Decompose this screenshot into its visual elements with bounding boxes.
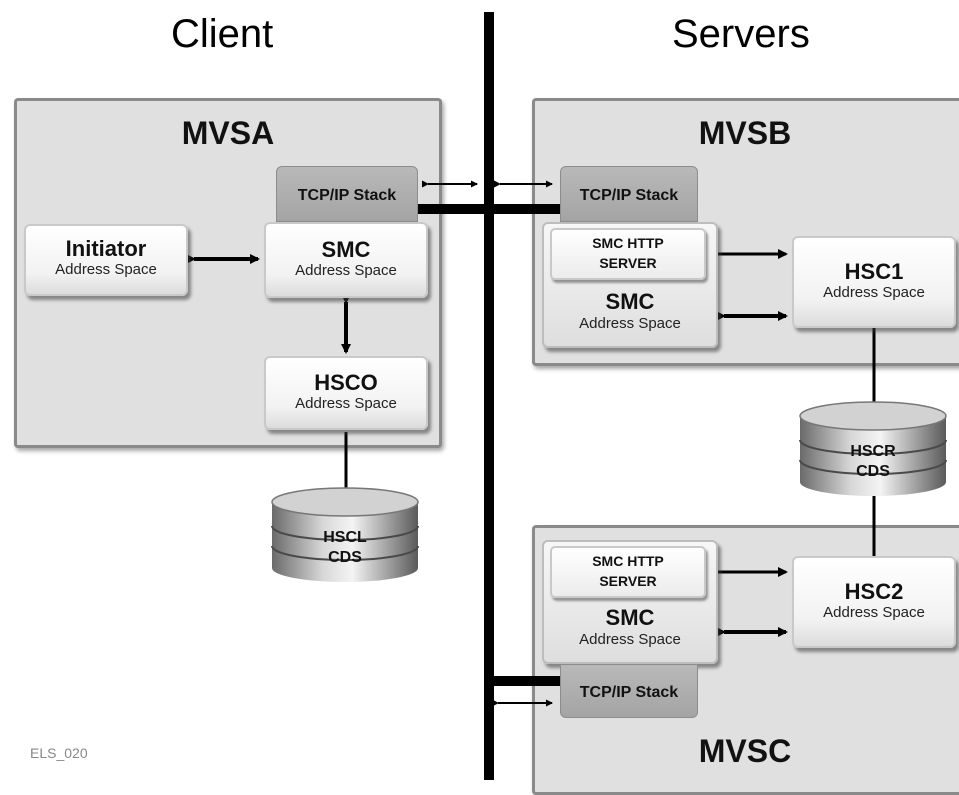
hsc2-box: HSC2 Address Space	[792, 556, 956, 648]
mvsa-title: MVSA	[181, 115, 275, 151]
mvsc-http-line1: SMC HTTP	[592, 553, 664, 569]
hsc1-label: HSC1	[844, 259, 904, 284]
client-heading: Client	[171, 12, 274, 56]
mvsb-smc-label: SMC	[605, 289, 655, 314]
mvsb-title: MVSB	[698, 115, 792, 151]
mvsb-smc-box: SMC HTTP SERVER SMC Address Space	[542, 222, 718, 348]
mvsc-smc-label: SMC	[605, 605, 655, 630]
hscr-cds-database: HSCR CDS	[799, 401, 947, 496]
mvsc-smc-address-space: Address Space	[579, 631, 681, 648]
hscl-cds-database: HSCL CDS	[271, 487, 419, 582]
hscr-line2: CDS	[856, 463, 890, 480]
hscr-line1: HSCR	[850, 443, 896, 460]
hsc1-box: HSC1 Address Space	[792, 236, 956, 328]
mvsb-http-line2: SERVER	[599, 255, 657, 271]
mvsb-tcp-stack: TCP/IP Stack	[560, 166, 698, 222]
mvsc-smc-box: SMC HTTP SERVER SMC Address Space	[542, 540, 718, 664]
hsco-box: HSCO Address Space	[264, 356, 428, 430]
initiator-address-space: Address Space	[55, 261, 157, 278]
hscl-line1: HSCL	[323, 529, 367, 546]
mvsa-tcp-stack: TCP/IP Stack	[276, 166, 418, 222]
mvsa-smc-box: SMC Address Space	[264, 222, 428, 298]
mvsc-title: MVSC	[698, 733, 792, 769]
hscl-line2: CDS	[328, 549, 362, 566]
mvsa-smc-address-space: Address Space	[295, 262, 397, 279]
mvsc-tcp-stack: TCP/IP Stack	[560, 664, 698, 718]
mvsb-smc-address-space: Address Space	[579, 315, 681, 332]
figure-code: ELS_020	[30, 745, 88, 761]
hsc1-address-space: Address Space	[823, 284, 925, 301]
servers-heading: Servers	[672, 12, 810, 56]
hsc2-address-space: Address Space	[823, 604, 925, 621]
mvsb-smc-http-server: SMC HTTP SERVER	[550, 228, 706, 280]
mvsc-http-line2: SERVER	[599, 573, 657, 589]
mvsb-http-line1: SMC HTTP	[592, 235, 664, 251]
hsco-label: HSCO	[314, 370, 378, 395]
initiator-box: Initiator Address Space	[24, 224, 188, 296]
mvsc-smc-http-server: SMC HTTP SERVER	[550, 546, 706, 598]
mvsa-smc-label: SMC	[321, 237, 371, 262]
initiator-label: Initiator	[65, 236, 147, 261]
hsco-address-space: Address Space	[295, 395, 397, 412]
hsc2-label: HSC2	[844, 579, 904, 604]
